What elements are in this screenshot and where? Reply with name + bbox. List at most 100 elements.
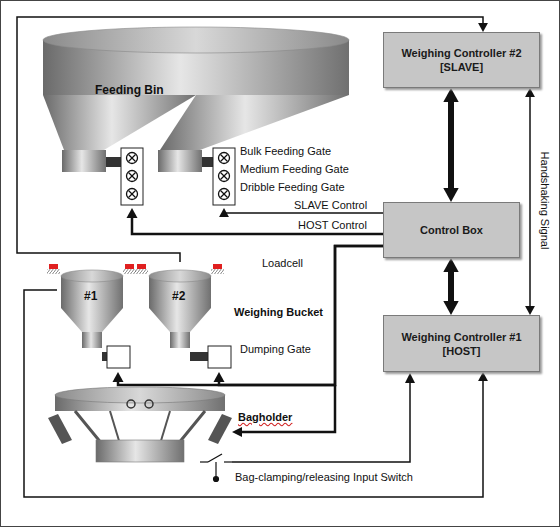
wire [232,381,410,462]
connector-line [224,213,383,215]
loadcell-set [211,269,224,274]
arrowhead [232,427,242,437]
part-label: Dumping Gate [240,343,311,356]
gate-symbol [127,171,138,182]
weighing-bucket-drawing [149,270,211,282]
feeding-bin-drawing [62,150,106,172]
bagholder-drawing [75,411,205,444]
wire [240,385,335,432]
part-label: Bulk Feeding Gate [240,145,331,158]
weighing-bucket-drawing [82,332,102,348]
gate-symbol [129,173,136,180]
controller-box: Weighing Controller #2 [SLAVE] [383,32,540,88]
switch-symbol [214,477,219,482]
weighing-bucket-drawing [107,346,130,368]
part-label: Weighing Bucket [234,306,323,319]
weighing-bucket-drawing [61,270,123,282]
gate-symbol [127,153,138,164]
part-label: Medium Feeding Gate [240,163,349,176]
gate-symbol [129,191,136,198]
arrowhead [405,373,415,383]
part-label: Bagholder [238,411,292,424]
wire [232,381,410,462]
weighing-bucket-drawing [170,332,190,348]
node-text: Feeding Bin [95,83,164,97]
feeding-bin-drawing [43,27,349,172]
switch-symbol [224,461,232,462]
gate-symbol [219,171,230,182]
weighing-bucket-drawing [61,270,231,368]
feeding-gate-set [213,148,235,205]
feeding-bin-drawing [202,157,213,167]
gate-symbol [221,173,228,180]
loadcell-set [137,264,146,269]
gate-symbol [221,155,228,162]
switch-symbol [200,461,208,462]
signal-label: Handshaking Signal [538,149,551,251]
feeding-bin-drawing [160,95,349,150]
gate-symbol [129,191,136,198]
switch-symbol [208,454,222,462]
bagholder-drawing [145,400,153,408]
weighing-bucket: #1 [57,262,130,372]
connector-line [118,246,383,385]
bagholder-drawing [208,414,232,444]
part-label: Loadcell [262,257,303,270]
weighing-bucket: #2 [143,262,217,372]
loadcell-set [135,269,148,274]
bagholder-drawing [55,387,225,403]
node-text: #1 [84,289,97,303]
node-text: Weighing Controller #2 [SLAVE] [392,46,531,74]
switch-symbol [200,454,232,482]
bagholder-drawing [48,414,72,444]
connector [525,88,535,315]
feeding-bin-drawing [106,157,121,167]
weighing-bucket-drawing [61,308,123,332]
gate-symbol [129,155,136,162]
connector-line [529,95,531,308]
feeding-gate-set [121,148,235,205]
node-text: Control Box [420,223,483,237]
connector [113,246,384,385]
gate-symbol [221,191,228,198]
gate-symbol [219,189,230,200]
loadcell-set [47,264,224,274]
bagholder-drawing [160,411,170,444]
loadcell-set [49,264,58,269]
bagholder-drawing [127,400,135,408]
gate-symbol [219,153,230,164]
controller-box: Weighing Controller #1 [HOST] [383,315,540,372]
node-text: #2 [172,289,185,303]
gate-symbol [127,189,138,200]
gate-symbols [113,153,230,363]
connector [443,88,458,202]
weighing-bucket-drawing [208,346,231,368]
bagholder-drawing [48,387,232,462]
part-label: Bag-clamping/releasing Input Switch [235,471,413,484]
gate-symbol [129,173,136,180]
node-text: Weighing Controller #1 [HOST] [392,330,531,358]
gate-symbol [129,155,136,162]
feeding-bin-drawing [43,27,349,53]
feeding-bin-drawing [158,150,202,172]
signal-label: SLAVE Control [292,199,369,212]
weighing-bucket-drawing [102,352,107,361]
connector-line [219,246,383,385]
loadcell-set [125,264,134,269]
switch-symbol [215,462,216,476]
connector-line [132,216,383,234]
loadcell-set [123,269,136,274]
connector-line [448,269,454,304]
feeding-gate-set [121,148,143,205]
gate-symbol [221,173,228,180]
feeding-bin: Feeding Bin [40,25,352,208]
loadcell-set [213,264,222,269]
gate-symbol [221,155,228,162]
connector [214,246,384,385]
gate-symbol [221,191,228,198]
bagholder-drawing [96,440,184,462]
connector [443,258,458,315]
wire [240,385,335,432]
